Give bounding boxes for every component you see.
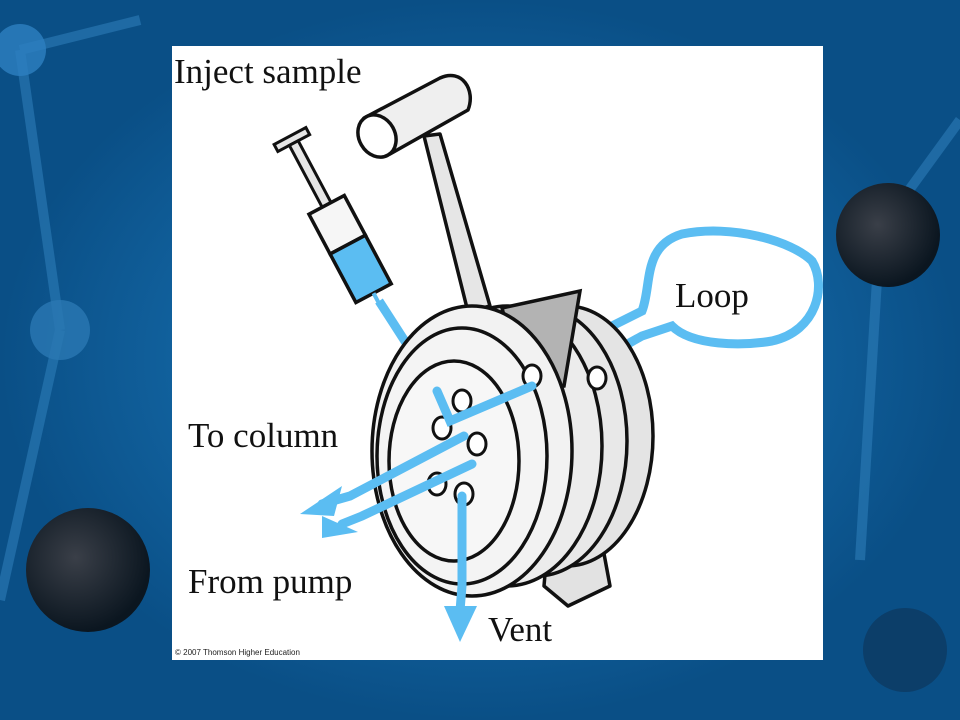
molecule-node — [0, 24, 46, 76]
valve-body — [370, 288, 655, 598]
loop-tube — [527, 226, 823, 391]
valve-ports — [426, 363, 608, 507]
molecule-node — [30, 300, 90, 360]
vent-label: Vent — [488, 610, 553, 649]
loop-label: Loop — [675, 276, 749, 315]
vent-arrowhead — [444, 606, 477, 642]
arrowheads — [300, 486, 477, 642]
molecule-node — [26, 508, 150, 632]
valve-handle — [356, 73, 492, 314]
copyright-text: © 2007 Thomson Higher Education — [175, 648, 300, 657]
inject-sample-label: Inject sample — [174, 52, 362, 91]
to-column-arrowhead — [300, 486, 342, 516]
from-pump-arrowhead — [322, 516, 358, 538]
from-pump-label: From pump — [188, 562, 353, 601]
molecule-node — [863, 608, 947, 692]
syringe-icon — [272, 125, 394, 305]
port — [466, 431, 488, 457]
diagram-panel: Inject sample Loop To column From pump V… — [172, 46, 823, 660]
port — [586, 365, 608, 391]
molecule-node — [836, 183, 940, 287]
to-column-label: To column — [188, 416, 339, 455]
injection-valve-diagram — [272, 73, 823, 642]
